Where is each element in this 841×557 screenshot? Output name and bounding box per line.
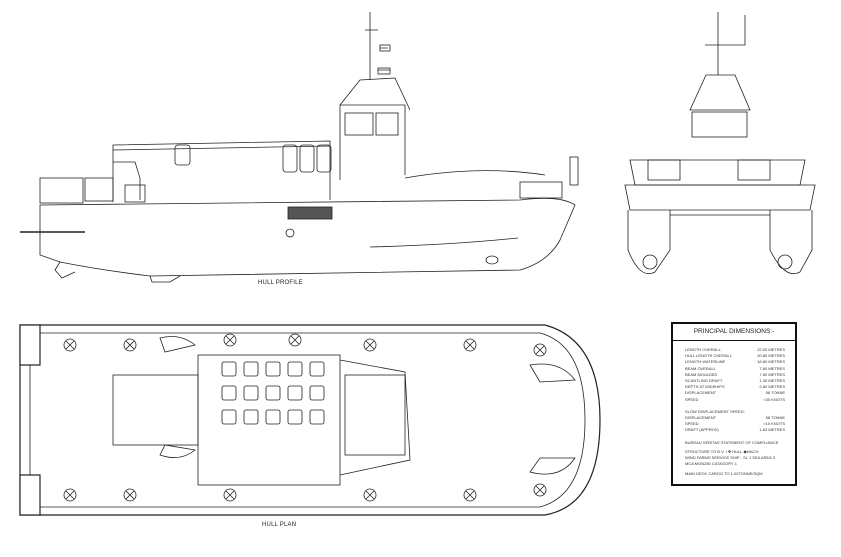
dimension-label: LENGTH WATERLINE: [685, 359, 726, 365]
bollard-mark: [123, 338, 137, 352]
bollard-cross: [125, 340, 135, 350]
bollard-cross: [535, 485, 545, 495]
bollard-cross: [225, 335, 235, 345]
front-view-drawing: [624, 12, 816, 275]
dimension-row: DISPLACEMENT 58 TONNE: [673, 390, 795, 396]
dimension-label: HULL LENGTH OVERALL: [685, 353, 732, 359]
dimension-value: 22.00 METRES: [757, 347, 785, 352]
bollard-cross: [225, 490, 235, 500]
dimension-value: 1.30 METRES: [759, 378, 785, 384]
dimension-label: SPEED: [685, 396, 699, 402]
seat: [265, 409, 281, 425]
bollard-mark: [223, 488, 237, 502]
seat: [287, 385, 303, 401]
slow-title: SLOW DISPLACEMENT SPEED:: [685, 408, 745, 414]
seat: [309, 409, 325, 425]
bollard-cross: [290, 335, 300, 345]
dimension-value: 7.60 METRES: [759, 365, 785, 371]
dimension-row: BEAM MOULDED 7.50 METRES: [673, 372, 795, 378]
seat: [221, 385, 237, 401]
bollard-cross: [65, 490, 75, 500]
dimension-label: BEAM OVERALL: [685, 365, 716, 371]
bollard-mark: [363, 338, 377, 352]
seat: [265, 361, 281, 377]
bollard-mark: [533, 343, 547, 357]
cargo-note: MAIN DECK CARGO TO 1.00TONNE/SQM: [685, 471, 763, 477]
dimension-row: HULL LENGTH OVERALL 20.80 METRES: [673, 353, 795, 359]
seat: [265, 385, 281, 401]
seat: [287, 409, 303, 425]
dimension-row: SPEED <30 KNOTS: [673, 397, 795, 403]
dimension-row: DEPTH AT MIDSHIPS 2.80 METRES: [673, 384, 795, 390]
seat: [221, 409, 237, 425]
dimension-value: 20.80 METRES: [757, 353, 785, 359]
dimension-row: SCANTLING DRAFT 1.30 METRES: [673, 378, 795, 384]
hull-profile-label: HULL PROFILE: [258, 280, 303, 286]
bollard-cross: [465, 340, 475, 350]
bollard-mark: [223, 333, 237, 347]
dimension-label: BEAM MOULDED: [685, 371, 718, 377]
hull-plan-drawing: [19, 324, 601, 516]
dimension-label: LENGTH OVERALL: [685, 347, 721, 352]
dimension-value: 2.80 METRES: [759, 384, 785, 390]
bollard-cross: [365, 490, 375, 500]
dimension-value: <10 KNOTS: [763, 421, 785, 427]
hull-plan-label: HULL PLAN: [262, 522, 297, 528]
dimension-label: DISPLACEMENT: [685, 390, 717, 396]
dimension-label: SPEED: [685, 421, 699, 427]
bollard-mark: [288, 333, 302, 347]
seat: [243, 361, 259, 377]
bollard-mark: [463, 488, 477, 502]
dimension-value: 1.62 METRES: [759, 427, 785, 433]
dimension-row: SPEED <10 KNOTS: [673, 421, 795, 427]
seat: [309, 361, 325, 377]
dims-title: PRINCIPAL DIMENSIONS:-: [673, 324, 795, 341]
seat: [243, 385, 259, 401]
hull-profile-drawing: [20, 12, 579, 283]
bollard-mark: [363, 488, 377, 502]
dimension-row: DISPLACEMENT 58 TONNE: [673, 415, 795, 421]
compliance-line: MCA MGN280 CATAGORY 1: [685, 461, 737, 467]
dimension-value: 58 TONNE: [765, 390, 785, 396]
bollard-mark: [533, 483, 547, 497]
bollard-mark: [123, 488, 137, 502]
dimension-label: DEPTH AT MIDSHIPS: [685, 384, 725, 390]
seat: [243, 409, 259, 425]
dimension-label: SCANTLING DRAFT: [685, 378, 723, 384]
dimension-value: 18.80 METRES: [757, 359, 785, 365]
seat: [309, 385, 325, 401]
bollard-mark: [63, 488, 77, 502]
dimension-row: DRAFT (APPROX) 1.62 METRES: [673, 427, 795, 433]
seat: [221, 361, 237, 377]
compliance-line: WIND FARMS SERVICE SHIP - SL 1 SEA AREA …: [685, 455, 775, 461]
bollard-mark: [463, 338, 477, 352]
bollard-cross: [465, 490, 475, 500]
bollard-cross: [365, 340, 375, 350]
dimension-value: 7.50 METRES: [759, 371, 785, 377]
dimension-label: DRAFT (APPROX): [685, 427, 719, 433]
dimension-value: <30 KNOTS: [763, 396, 785, 402]
compliance-title: BUREAU VERITAS STATEMENT OF COMPLIANCE: [685, 439, 779, 445]
bollard-cross: [535, 345, 545, 355]
bollard-mark: [63, 338, 77, 352]
dimension-row: LENGTH OVERALL 22.00 METRES: [673, 347, 795, 353]
dimension-row: LENGTH WATERLINE 18.80 METRES: [673, 359, 795, 365]
principal-dimensions-table: PRINCIPAL DIMENSIONS:- LENGTH OVERALL 22.…: [671, 322, 797, 486]
seat: [287, 361, 303, 377]
dimension-row: BEAM OVERALL 7.60 METRES: [673, 366, 795, 372]
bollard-cross: [65, 340, 75, 350]
dimension-label: DISPLACEMENT: [685, 415, 717, 421]
bollard-cross: [125, 490, 135, 500]
dimension-value: 58 TONNE: [765, 415, 785, 421]
compliance-line: STRUCTURE TO B.V. I ✠ HULL ◆MACH: [685, 448, 759, 454]
